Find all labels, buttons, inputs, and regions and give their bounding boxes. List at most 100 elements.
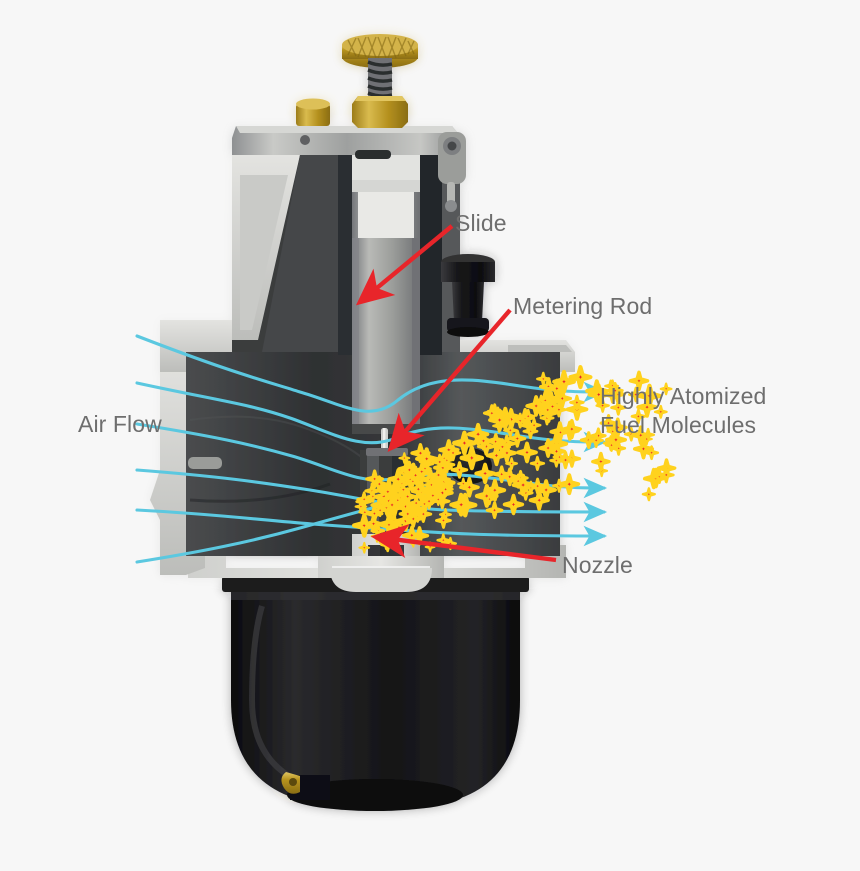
fuel-particle bbox=[630, 408, 647, 425]
fuel-particle bbox=[508, 429, 527, 448]
body-left-cut-wall bbox=[150, 352, 205, 575]
adjuster-spring bbox=[367, 58, 393, 98]
fuel-particle bbox=[641, 487, 656, 502]
fuel-particle bbox=[511, 473, 535, 497]
fuel-particle bbox=[459, 445, 485, 471]
fuel-particle bbox=[423, 477, 440, 493]
fuel-particle bbox=[505, 457, 519, 471]
fuel-particle bbox=[538, 438, 559, 458]
fuel-particle bbox=[632, 438, 655, 460]
linkage-boss bbox=[438, 132, 466, 212]
fuel-particle bbox=[452, 430, 477, 456]
label-air-flow: Air Flow bbox=[78, 411, 162, 437]
label-nozzle: Nozzle bbox=[562, 552, 633, 578]
fuel-particle bbox=[365, 469, 385, 489]
fuel-particle bbox=[536, 371, 551, 387]
fuel-particle bbox=[556, 450, 575, 470]
fuel-particle bbox=[496, 442, 517, 464]
fuel-particle bbox=[474, 484, 499, 508]
fuel-particle bbox=[644, 445, 660, 461]
fuel-particle bbox=[408, 495, 424, 511]
fuel-particle bbox=[561, 418, 582, 440]
fuel-particle bbox=[435, 512, 452, 529]
fuel-particle bbox=[382, 495, 402, 515]
slide-bore-right-wall bbox=[420, 150, 442, 355]
fuel-particle bbox=[630, 425, 651, 446]
fuel-particle bbox=[587, 383, 610, 406]
fuel-particle bbox=[444, 444, 462, 462]
fuel-particle bbox=[408, 479, 428, 499]
slide-top-face bbox=[358, 192, 414, 238]
fuel-particle bbox=[390, 493, 405, 508]
fuel-particle bbox=[358, 505, 372, 519]
body-side-groove bbox=[188, 457, 222, 469]
fuel-particle bbox=[413, 463, 430, 480]
top-plate-slot bbox=[355, 150, 391, 159]
label-metering-rod: Metering Rod bbox=[513, 293, 653, 319]
fuel-particle bbox=[398, 452, 411, 464]
fuel-particle bbox=[529, 455, 546, 472]
fuel-particle bbox=[538, 393, 552, 408]
fuel-particle bbox=[424, 487, 442, 505]
fuel-particle bbox=[516, 441, 538, 464]
atomized-fuel-particles bbox=[351, 365, 677, 554]
lower-flange bbox=[188, 545, 566, 578]
arrow-metering-rod bbox=[387, 308, 512, 452]
fuel-particle bbox=[546, 378, 567, 399]
fuel-particle bbox=[529, 477, 547, 495]
fuel-particle bbox=[640, 432, 653, 446]
carburetor-assembly bbox=[150, 34, 575, 811]
fuel-particle bbox=[473, 431, 494, 451]
fuel-particle bbox=[539, 401, 556, 419]
nozzle-saddle bbox=[318, 556, 444, 578]
fuel-particle bbox=[526, 417, 542, 433]
fuel-particle bbox=[569, 394, 585, 411]
vent-fitting bbox=[296, 98, 330, 126]
fuel-particle bbox=[407, 475, 419, 488]
fuel-particle bbox=[558, 473, 581, 496]
fuel-particle bbox=[398, 504, 417, 524]
fuel-particle bbox=[606, 382, 624, 400]
fuel-particle bbox=[636, 396, 658, 418]
slide bbox=[352, 178, 420, 434]
fuel-particle bbox=[604, 438, 619, 452]
fuel-particle bbox=[485, 501, 504, 520]
fuel-particle bbox=[503, 423, 518, 438]
fuel-particle bbox=[356, 491, 372, 508]
float-bowl bbox=[231, 586, 520, 811]
fuel-particle bbox=[483, 493, 496, 506]
fuel-particle bbox=[502, 493, 525, 516]
fuel-particle bbox=[492, 465, 511, 484]
fuel-particle bbox=[610, 399, 627, 416]
fuel-particle bbox=[568, 365, 593, 390]
arrow-nozzle bbox=[370, 523, 557, 563]
fuel-particle bbox=[591, 451, 611, 472]
rubber-cap bbox=[441, 254, 495, 337]
fuel-particle bbox=[366, 490, 380, 503]
fuel-particle bbox=[549, 453, 564, 468]
fuel-particle bbox=[459, 476, 480, 498]
airflow-line-1 bbox=[135, 334, 608, 413]
top-cap-plate bbox=[232, 126, 462, 159]
fuel-particle bbox=[450, 461, 469, 479]
fuel-particle bbox=[482, 404, 501, 423]
fuel-particle bbox=[485, 444, 508, 467]
fuel-particle bbox=[457, 477, 470, 490]
fuel-particle bbox=[653, 404, 668, 419]
fuel-particle bbox=[599, 414, 618, 433]
label-atomized-line1: Highly Atomized bbox=[600, 383, 767, 409]
fuel-particle bbox=[358, 541, 371, 554]
fuel-particle bbox=[474, 462, 496, 485]
fuel-particle bbox=[373, 503, 387, 518]
fuel-particle bbox=[628, 386, 644, 403]
fuel-particle bbox=[551, 401, 567, 418]
adjuster-hex-nut bbox=[352, 96, 408, 128]
label-atomized-line2: Fuel Molecules bbox=[600, 411, 757, 438]
fuel-particle bbox=[379, 482, 397, 501]
fuel-particle bbox=[500, 467, 520, 487]
callout-arrows bbox=[355, 224, 557, 563]
fuel-particle bbox=[588, 432, 604, 449]
